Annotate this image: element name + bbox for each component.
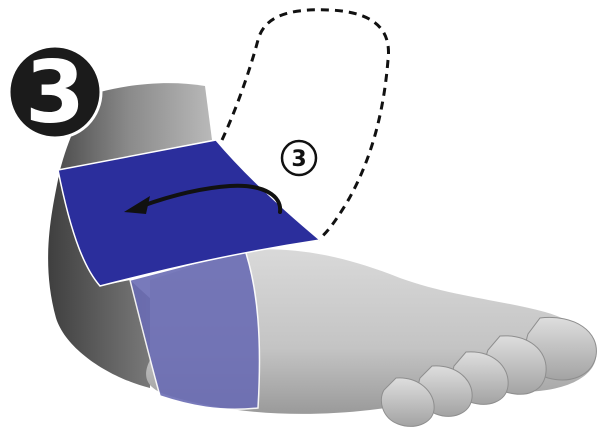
step-number: 3	[25, 43, 85, 143]
sub-step-number: 3	[291, 147, 306, 172]
